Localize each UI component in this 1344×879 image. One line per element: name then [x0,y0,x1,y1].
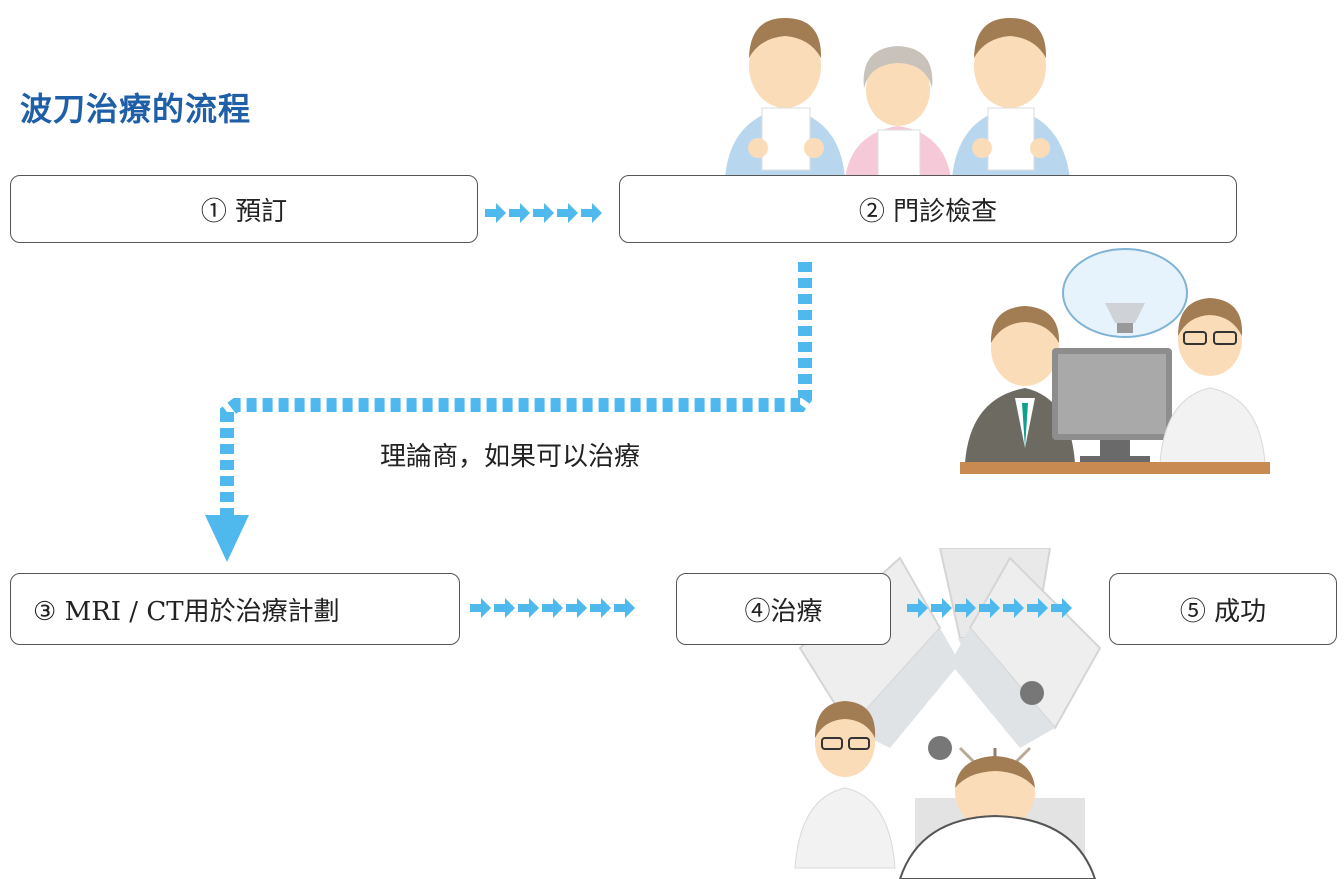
consultation-illustration [960,248,1270,474]
flow-arrow-icon [614,598,635,618]
arrow-chain-4-to-5 [907,597,1073,619]
flow-arrow-icon [518,598,539,618]
flow-arrow-icon [485,203,506,223]
flow-arrow-icon [1003,598,1024,618]
step-4-label: ④治療 [744,596,823,627]
step-1-booking: ① 預訂 [10,175,478,243]
treatment-illustration [794,548,1102,879]
patient-man-left [725,18,845,178]
flow-arrow-icon [566,598,587,618]
flow-arrow-icon [494,598,515,618]
step-5-success: ⑤ 成功 [1109,573,1337,645]
flow-arrow-icon [533,203,554,223]
flow-arrow-icon [542,598,563,618]
arrow-chain-3-to-4 [470,597,636,619]
flow-arrow-icon [509,203,530,223]
flow-arrow-icon [931,598,952,618]
patient-man-right [952,18,1070,178]
step-2-label: ② 門診檢查 [858,196,998,227]
flow-arrow-icon [1027,598,1048,618]
arrow-chain-1-to-2 [485,202,603,224]
flow-arrow-icon [557,203,578,223]
flow-arrow-icon [907,598,928,618]
step-3-treatment-planning: ③ MRI / CT用於治療計劃 [10,573,460,645]
flow-arrow-icon [1051,598,1072,618]
step-1-label: ① 預訂 [200,196,288,227]
branch-condition-note: 理論商，如果可以治療 [380,442,641,472]
flow-arrow-icon [581,203,602,223]
step-2-outpatient-exam: ② 門診檢查 [619,175,1237,243]
step-3-label: ③ MRI / CT用於治療計劃 [33,596,340,627]
page-title: 波刀治療的流程 [20,90,252,128]
step-4-treatment: ④治療 [676,573,891,645]
flow-arrow-icon [955,598,976,618]
connector-arrowhead [205,515,249,562]
step-5-label: ⑤ 成功 [1179,596,1267,627]
flow-arrow-icon [470,598,491,618]
flow-arrow-icon [979,598,1000,618]
flow-arrow-icon [590,598,611,618]
